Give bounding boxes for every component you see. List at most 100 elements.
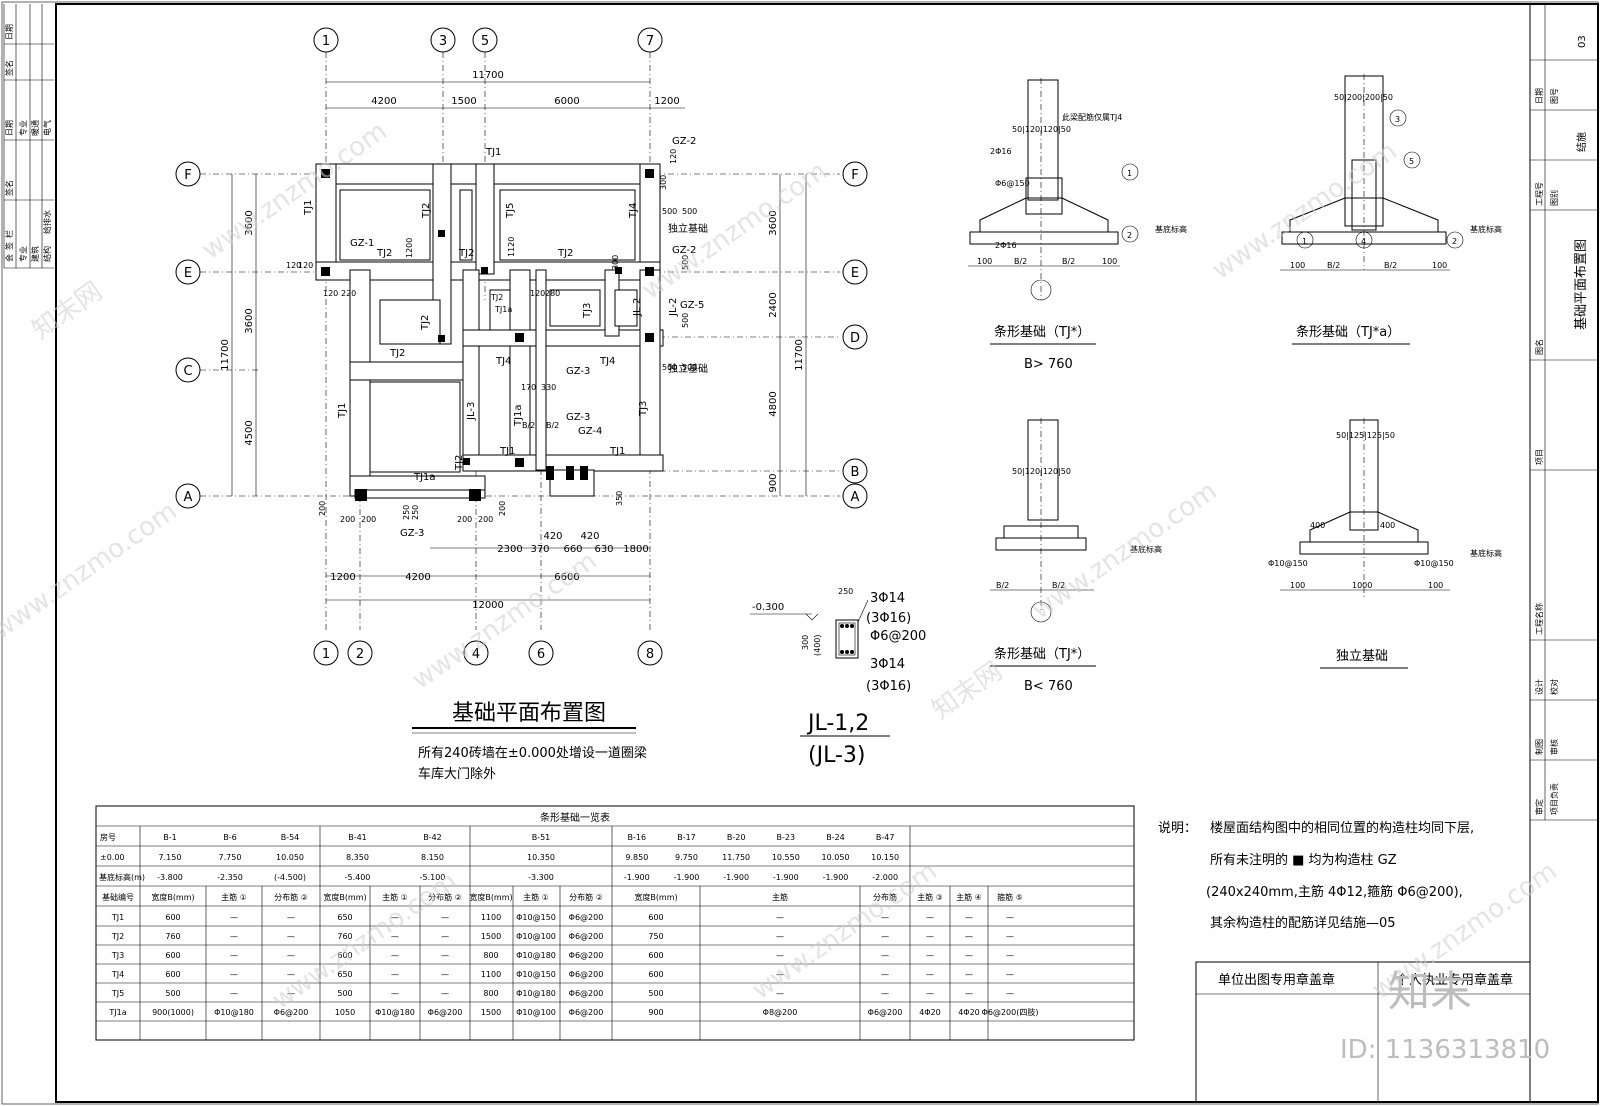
table-cell: TJ2 bbox=[111, 932, 124, 941]
small-dim: 120 bbox=[323, 289, 338, 298]
d3-sub: B< 760 bbox=[1024, 679, 1073, 694]
table-pm: 10.550 bbox=[772, 853, 800, 862]
dim-label: 6000 bbox=[554, 96, 579, 107]
axis-label: 4 bbox=[472, 647, 480, 662]
detail-strip-tja: 50|200|200|50 3 5 1 4 2 基底标高 100 B/2 B/2… bbox=[1280, 74, 1502, 345]
table-cell: — bbox=[926, 932, 934, 941]
column-mark bbox=[438, 335, 445, 342]
small-dim: 200 bbox=[478, 515, 493, 524]
table-cell: — bbox=[391, 951, 399, 960]
d4-top: 50|125|125|50 bbox=[1336, 431, 1395, 440]
column-mark bbox=[463, 458, 470, 465]
small-dim: 200 bbox=[498, 501, 507, 516]
d1-top: 50|120|120|50 bbox=[1012, 125, 1071, 134]
d2-dim: 100 bbox=[1432, 261, 1447, 270]
watermark-text: www.znzmo.com bbox=[1027, 476, 1223, 626]
tj-label: TJ2 bbox=[557, 248, 573, 259]
foundation-strips bbox=[315, 163, 664, 499]
table-cell: Φ10@150 bbox=[516, 913, 556, 922]
iso-label: 独立基础 bbox=[668, 222, 708, 235]
jl-label: JL-2 bbox=[632, 298, 643, 317]
axis-label: A bbox=[851, 490, 860, 505]
strip-text: 专业 bbox=[18, 120, 28, 136]
column-mark bbox=[580, 466, 588, 480]
beam-top-bar-alt: (3Φ16) bbox=[866, 611, 911, 626]
axis-label: 8 bbox=[646, 647, 654, 662]
small-dim: 500 bbox=[682, 207, 697, 216]
dim-label: 1800 bbox=[623, 544, 648, 555]
watermark-brand: 知末网 bbox=[927, 656, 1008, 725]
table-cell: — bbox=[965, 989, 973, 998]
table-cell: — bbox=[776, 932, 784, 941]
table-cell: 650 bbox=[337, 970, 352, 979]
small-dim: 500 bbox=[681, 255, 690, 270]
watermark-id: ID: 1136313810 bbox=[1340, 1035, 1550, 1065]
table-col-header: 分布筋 ② bbox=[428, 892, 462, 902]
foundation-plan: 1 3 5 7 1 2 4 6 8 F E C A F E D B bbox=[175, 27, 868, 782]
tb-label-review: 审核 bbox=[1549, 739, 1559, 755]
table-elev: -1.900 bbox=[773, 873, 799, 882]
tj-label: TJ1a bbox=[413, 472, 436, 483]
d4-base: 基底标高 bbox=[1470, 548, 1502, 558]
table-elev: -2.350 bbox=[217, 873, 243, 882]
dim-label: 11700 bbox=[220, 339, 231, 371]
axis-label: 7 bbox=[646, 34, 654, 49]
table-cell: — bbox=[965, 932, 973, 941]
table-cell: — bbox=[776, 970, 784, 979]
table-cell: — bbox=[441, 951, 449, 960]
d1-dim: B/2 bbox=[1062, 257, 1075, 266]
tj-label: TJ4 bbox=[599, 356, 615, 367]
table-cell: 800 bbox=[483, 989, 498, 998]
beam-top-bar: 3Φ14 bbox=[870, 591, 905, 606]
dim-label: 4500 bbox=[244, 420, 255, 445]
table-pm: 10.050 bbox=[276, 853, 304, 862]
gz-label: GZ-3 bbox=[566, 366, 590, 377]
table-room: B-42 bbox=[423, 833, 442, 842]
d1-note: 此梁配筋仅属TJ4 bbox=[1062, 112, 1122, 122]
jl-label: JL-2 bbox=[668, 298, 679, 317]
column-mark bbox=[481, 267, 488, 274]
d4-bar: Φ10@150 bbox=[1414, 559, 1454, 568]
table-col-header: 分布筋 ② bbox=[569, 892, 603, 902]
dim-label: 2400 bbox=[768, 292, 779, 317]
stamp-area: 单位出图专用章盖章 个人执业专用章盖章 bbox=[1195, 961, 1531, 1103]
d1-stir: Φ6@150 bbox=[995, 179, 1030, 188]
column-mark bbox=[321, 267, 330, 276]
table-cell: 1100 bbox=[481, 913, 501, 922]
table-cell: 1100 bbox=[481, 970, 501, 979]
table-pm: 10.150 bbox=[871, 853, 899, 862]
small-dim: 200 bbox=[457, 515, 472, 524]
table-cell: — bbox=[881, 970, 889, 979]
table-cell: Φ10@100 bbox=[516, 932, 556, 941]
column-mark bbox=[515, 458, 524, 467]
table-cell: — bbox=[881, 913, 889, 922]
iso-label: 独立基础 bbox=[668, 362, 708, 375]
table-col-header: 主筋 ④ bbox=[956, 892, 982, 902]
axis-label: B bbox=[851, 465, 860, 480]
table-room: B-51 bbox=[532, 833, 551, 842]
dim-label: 3600 bbox=[768, 210, 779, 235]
beam-elev: -0.300 bbox=[752, 602, 784, 613]
beam-width: 250 bbox=[838, 587, 853, 596]
table-cell: 500 bbox=[648, 989, 663, 998]
table-cell: — bbox=[926, 989, 934, 998]
table-cell: — bbox=[230, 932, 238, 941]
d3-dim: B/2 bbox=[1052, 581, 1065, 590]
beam-title: JL-1,2 bbox=[806, 711, 869, 736]
watermark-text: www.znzmo.com bbox=[407, 546, 603, 696]
table-cell: — bbox=[230, 951, 238, 960]
tb-label-approve: 审定 bbox=[1534, 799, 1544, 815]
table-elev: -5.100 bbox=[420, 873, 446, 882]
jl-label: JL-3 bbox=[466, 402, 477, 421]
notes-line: 所有未注明的 ■ 均为构造柱 GZ bbox=[1210, 852, 1397, 868]
table-pm: 8.150 bbox=[421, 853, 444, 862]
dim-label: 900 bbox=[768, 473, 779, 492]
axis-bubble bbox=[463, 640, 489, 666]
beam-section: -0.300 250 300 (400) 3Φ14 (3Φ16) Φ6@200 … bbox=[750, 587, 926, 768]
d1-callout: 1 bbox=[1127, 169, 1132, 178]
strip-text: 结构 bbox=[42, 246, 52, 262]
gz-label: GZ-4 bbox=[578, 426, 602, 437]
table-col-header: 箍筋 ⑤ bbox=[997, 892, 1023, 902]
table-cell: — bbox=[1006, 989, 1014, 998]
